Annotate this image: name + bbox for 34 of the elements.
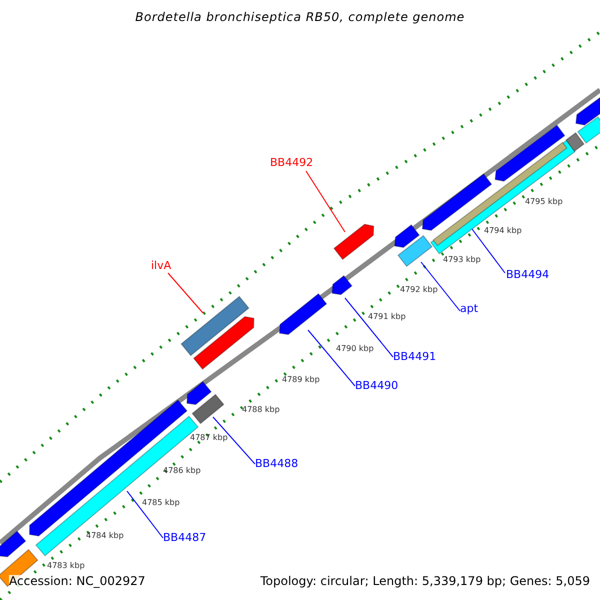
gene-label: BB4491 <box>393 351 436 364</box>
gene-segment <box>333 224 374 260</box>
accession-text: Accession: NC_002927 <box>9 575 146 588</box>
leader-line <box>212 416 256 464</box>
gene-label: ilvA <box>151 260 172 272</box>
scale-label: 4792 kbp <box>400 286 438 295</box>
scale-label: 4791 kbp <box>368 313 406 322</box>
leader-line <box>420 262 460 312</box>
scale-label: 4784 kbp <box>86 532 124 541</box>
leader-line <box>306 170 346 232</box>
gene-label: BB4492 <box>270 157 314 170</box>
map-title: Bordetella bronchiseptica RB50, complete genome <box>134 11 466 24</box>
genome-info-text: Topology: circular; Length: 5,339,179 bp; Genes: 5,059 <box>260 575 590 588</box>
leader-line <box>308 330 356 386</box>
scale-label: 4786 kbp <box>163 467 201 476</box>
scale-label: 4795 kbp <box>525 198 563 207</box>
gene-label: BB4487 <box>163 532 206 544</box>
leader-line <box>472 228 506 274</box>
gene-label: apt <box>460 303 478 316</box>
gene-label: BB4494 <box>506 269 550 282</box>
leader-line <box>168 272 204 314</box>
gene-segment <box>332 275 353 296</box>
scale-label: 4789 kbp <box>282 376 320 385</box>
leader-line <box>126 490 164 538</box>
gene-label: BB4488 <box>255 458 298 470</box>
gene-segment <box>192 394 224 424</box>
gene-label: BB4490 <box>355 380 398 392</box>
scale-label: 4787 kbp <box>190 434 228 443</box>
scale-label: 4785 kbp <box>142 499 180 508</box>
gene-segment <box>278 293 328 336</box>
gene-segment <box>397 234 433 268</box>
leader-line <box>344 298 394 358</box>
scale-label: 4794 kbp <box>484 227 522 236</box>
gene-segment <box>180 296 250 356</box>
